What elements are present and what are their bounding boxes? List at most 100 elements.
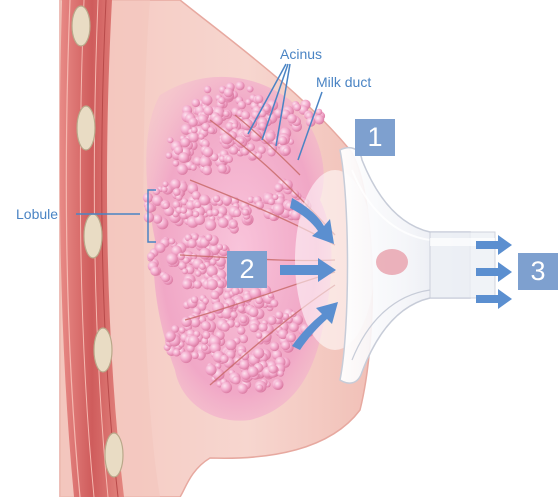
acinus-sphere: [221, 382, 232, 393]
acinus-sphere: [274, 380, 283, 389]
acinus-sphere: [155, 243, 165, 253]
acinus-sphere: [210, 291, 219, 300]
acinus-sphere: [238, 305, 245, 312]
acinus-sphere: [203, 147, 213, 157]
acinus-sphere: [189, 132, 199, 142]
acinus-sphere: [235, 81, 244, 90]
lobule-label: Lobule: [16, 207, 58, 221]
acinus-sphere: [270, 342, 279, 351]
acinus-sphere: [191, 352, 198, 359]
acinus-sphere: [248, 366, 259, 377]
acinus-sphere: [242, 209, 249, 216]
acinus-sphere: [267, 316, 276, 325]
acinus-sphere: [150, 267, 159, 276]
acinus-sphere: [226, 156, 233, 163]
acinus-sphere: [213, 115, 223, 125]
acinus-sphere: [274, 183, 283, 192]
acinus-sphere: [283, 147, 290, 154]
acinus-sphere: [165, 331, 175, 341]
acinus-sphere: [191, 296, 198, 303]
acinus-sphere: [180, 138, 190, 148]
pump-shield: [340, 148, 495, 383]
acinus-sphere: [190, 164, 196, 170]
acinus-sphere: [180, 351, 192, 363]
acinus-sphere: [220, 355, 228, 363]
acinus-sphere: [205, 364, 216, 375]
acinus-sphere: [173, 188, 181, 196]
acinus-sphere: [230, 146, 239, 155]
acinus-sphere: [191, 127, 198, 134]
acinus-sphere: [249, 323, 258, 332]
acinus-sphere: [237, 384, 247, 394]
acinus-sphere: [153, 214, 162, 223]
acinus-sphere: [245, 99, 251, 105]
acinus-sphere: [314, 115, 324, 125]
acinus-sphere: [208, 127, 215, 134]
acinus-sphere: [289, 322, 299, 332]
acinus-sphere: [234, 322, 240, 328]
acinus-sphere: [270, 299, 278, 307]
acinus-sphere: [241, 111, 250, 120]
acinus-sphere: [207, 313, 215, 321]
acinus-sphere: [202, 344, 208, 350]
acinus-sphere: [255, 152, 262, 159]
acinus-sphere: [278, 136, 287, 145]
acinus-sphere: [224, 88, 233, 97]
acinus-sphere: [233, 209, 241, 217]
acinus-sphere: [210, 259, 217, 266]
acinus-sphere: [201, 321, 211, 331]
step-1-badge: 1: [355, 119, 395, 156]
acinus-sphere: [316, 109, 322, 115]
acinus-sphere: [202, 166, 212, 176]
acinus-sphere: [193, 280, 202, 289]
acinus-sphere: [169, 238, 176, 245]
acinus-sphere: [226, 339, 237, 350]
acinus-sphere: [250, 130, 261, 141]
acinus-sphere: [170, 179, 180, 189]
acinus-sphere: [173, 160, 180, 167]
acinus-sphere: [240, 316, 248, 324]
acinus-sphere: [203, 331, 211, 339]
acinus-sphere: [191, 318, 201, 328]
acinus-sphere: [230, 221, 238, 229]
acinus-sphere: [195, 270, 201, 276]
acinus-sphere: [204, 106, 214, 116]
acinus-sphere: [193, 211, 200, 218]
acinus-sphere: [161, 186, 167, 192]
acinus-sphere: [217, 244, 223, 250]
step-3-badge: 3: [518, 253, 558, 290]
acinus-sphere: [204, 86, 211, 93]
acinus-sphere: [188, 335, 199, 346]
acinus-sphere: [241, 352, 249, 360]
acinus-sphere: [223, 111, 229, 117]
acinus-sphere: [218, 164, 227, 173]
acinus-sphere: [293, 103, 301, 111]
acinus-sphere: [265, 131, 275, 141]
acinus-sphere: [269, 365, 278, 374]
acinus-sphere: [198, 134, 204, 140]
acinus-sphere: [213, 195, 220, 202]
acinus-sphere: [249, 307, 259, 317]
acinus-sphere: [182, 279, 192, 289]
acinus-sphere: [238, 101, 246, 109]
acinus-sphere: [221, 133, 233, 145]
acinus-sphere: [180, 207, 187, 214]
acinus-sphere: [179, 327, 186, 334]
acinus-sphere: [247, 86, 254, 93]
acinus-label: Acinus: [280, 47, 322, 61]
acinus-sphere: [192, 99, 200, 107]
acinus-sphere: [218, 97, 225, 104]
acinus-sphere: [281, 341, 290, 350]
acinus-sphere: [273, 203, 285, 215]
step-2-badge: 2: [227, 251, 267, 288]
acinus-sphere: [288, 334, 296, 342]
acinus-sphere: [188, 239, 197, 248]
acinus-sphere: [199, 248, 211, 260]
acinus-sphere: [205, 219, 216, 230]
acinus-sphere: [239, 334, 248, 343]
acinus-sphere: [256, 332, 263, 339]
acinus-sphere: [147, 252, 155, 260]
acinus-sphere: [177, 253, 185, 261]
